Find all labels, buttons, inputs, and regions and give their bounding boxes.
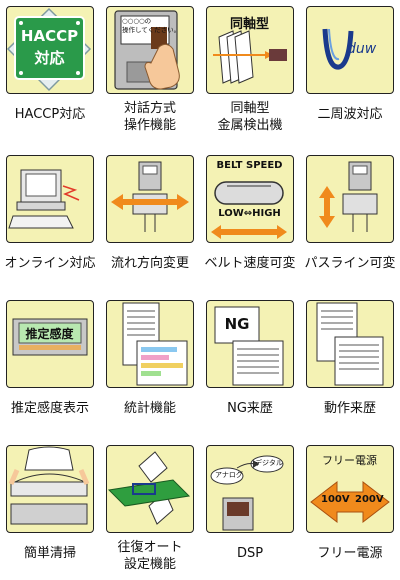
passline-icon <box>306 155 394 243</box>
feature-label: 推定感度表示 <box>10 401 89 416</box>
haccp-icon: HACCP 対応 <box>6 6 94 94</box>
sensitivity-text: 推定感度 <box>25 327 74 341</box>
ng-text: NG <box>224 315 250 333</box>
haccp-text: HACCP <box>20 27 79 45</box>
feature-label: パスライン可変 <box>304 256 396 271</box>
feature-label: 二周波対応 <box>317 107 383 122</box>
dual-wave-logo-icon: duw <box>306 6 394 94</box>
free-power-icon: フリー電源 100V 200V <box>306 445 394 533</box>
feature-label: フリー電源 <box>317 546 383 561</box>
computer-icon <box>6 155 94 243</box>
feature-label: 動作来歴 <box>323 401 376 416</box>
sensitivity-display-icon: 推定感度 <box>6 300 94 388</box>
panel-text-1: ○○○○の <box>122 17 152 25</box>
auto-reciprocal-icon <box>106 445 194 533</box>
low-high-text: LOW⇔HIGH <box>218 208 281 219</box>
feature-label: DSP <box>236 546 264 561</box>
feature-label: 同軸型金属検出機 <box>217 101 283 133</box>
feature-label: 流れ方向変更 <box>110 256 189 271</box>
touch-panel-icon: ○○○○の 操作してください。 <box>106 6 194 94</box>
operation-history-icon <box>306 300 394 388</box>
belt-speed-text: BELT SPEED <box>216 160 283 171</box>
haccp-sub-text: 対応 <box>34 49 65 67</box>
digital-text: デジタル <box>255 459 283 467</box>
easy-clean-icon <box>6 445 94 533</box>
statistics-chart-icon <box>106 300 194 388</box>
feature-label: HACCP対応 <box>14 107 86 122</box>
free-power-text: フリー電源 <box>322 454 377 467</box>
feature-label: ベルト速度可変 <box>204 256 296 271</box>
ng-history-icon: NG <box>206 300 294 388</box>
feature-label: 簡単清掃 <box>23 546 76 561</box>
belt-speed-icon: BELT SPEED LOW⇔HIGH <box>206 155 294 243</box>
100v-text: 100V <box>321 494 350 505</box>
200v-text: 200V <box>355 494 384 505</box>
analog-text: アナログ <box>215 471 243 479</box>
duw-text: duw <box>347 41 377 57</box>
feature-label: 往復オート設定機能 <box>117 540 183 572</box>
feature-label: NG来歴 <box>227 401 273 416</box>
feature-label: 統計機能 <box>123 401 176 416</box>
dsp-icon: アナログ デジタル <box>206 445 294 533</box>
flow-direction-icon <box>106 155 194 243</box>
coaxial-text: 同軸型 <box>229 17 269 32</box>
panel-text-2: 操作してください。 <box>122 26 181 34</box>
coaxial-icon: 同軸型 <box>206 6 294 94</box>
feature-label: 対話方式操作機能 <box>123 101 176 133</box>
feature-label: オンライン対応 <box>4 256 96 271</box>
